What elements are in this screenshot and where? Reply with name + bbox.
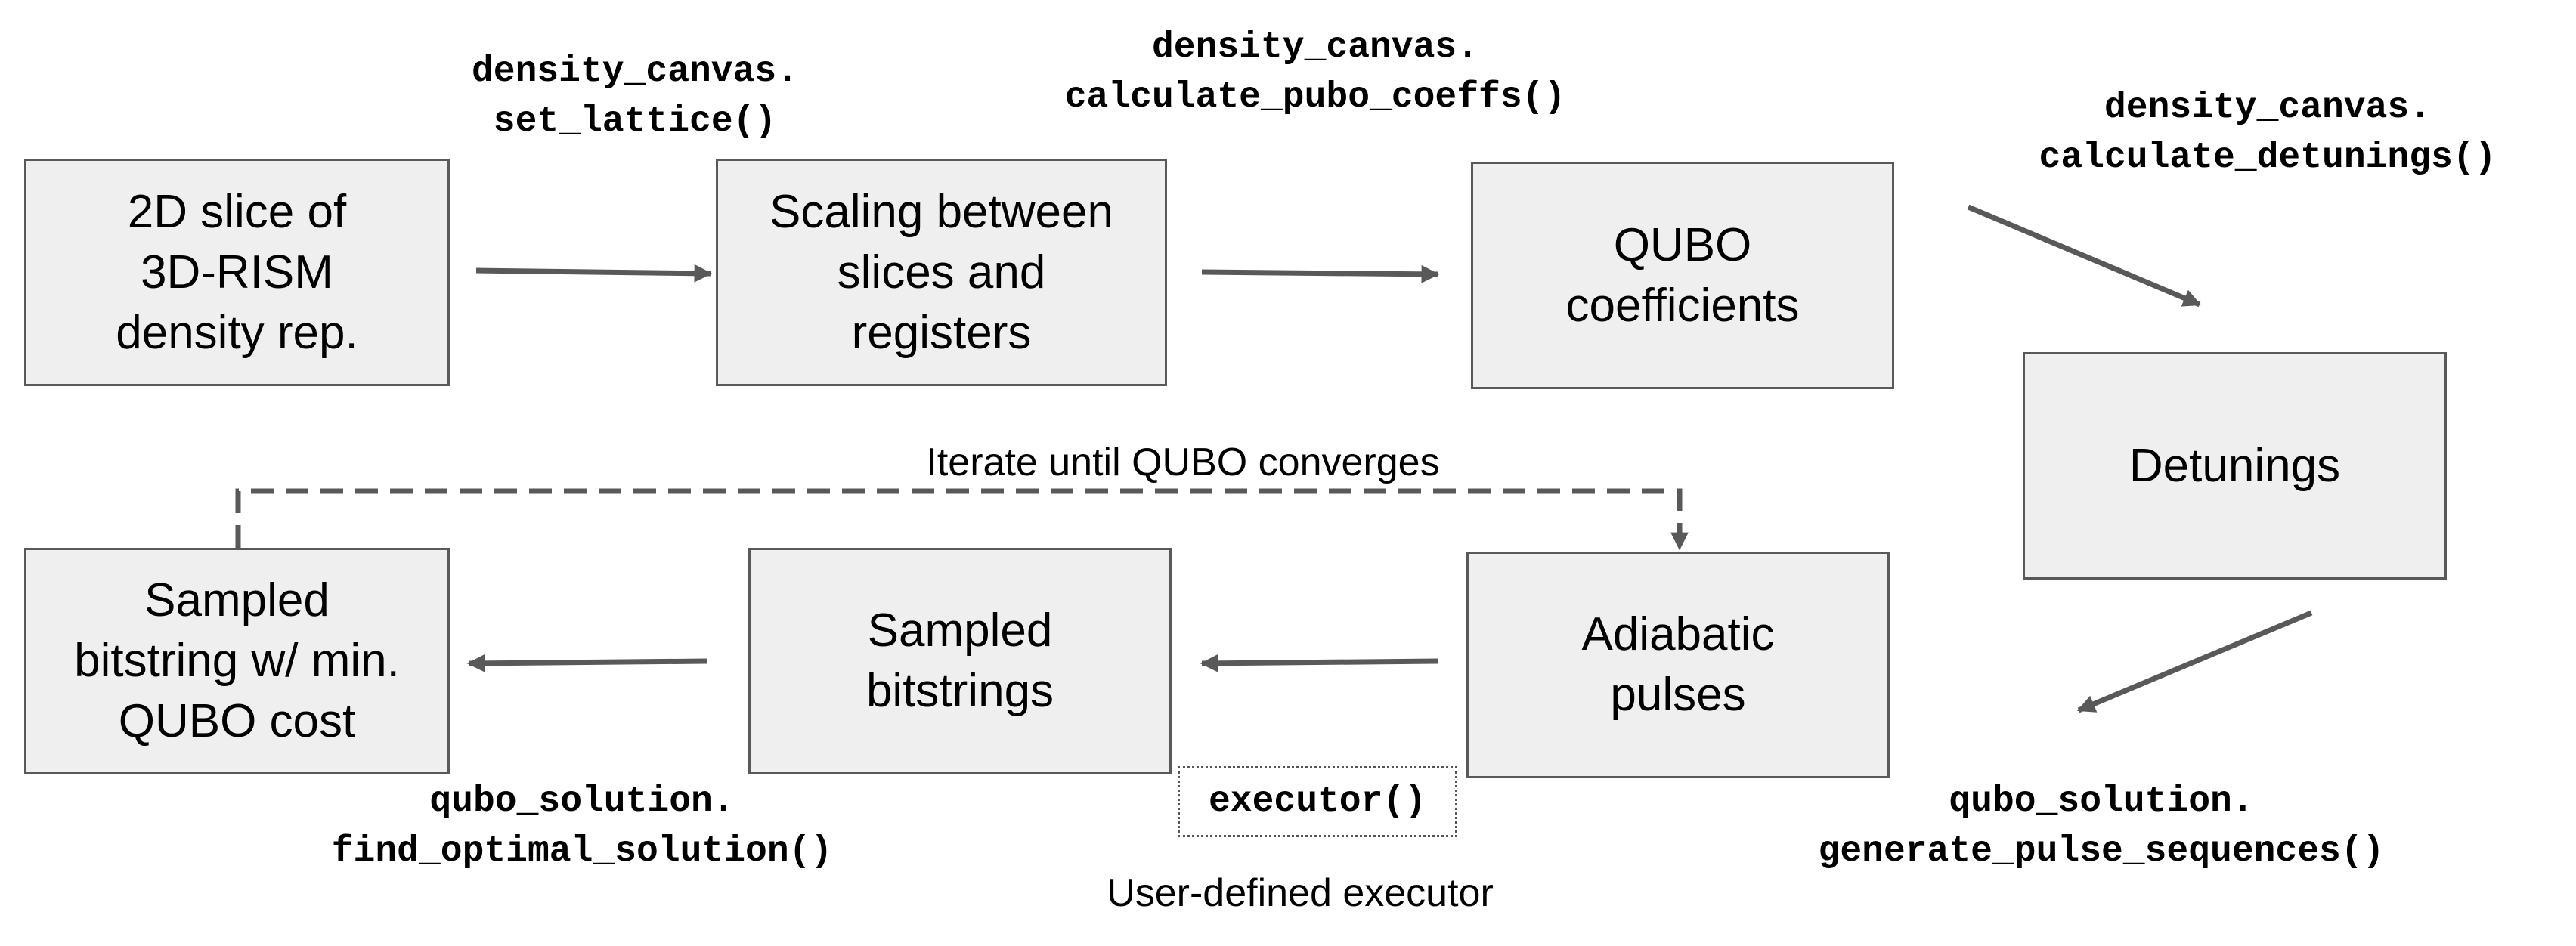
box-min-cost-bitstring-label: Sampled bitstring w/ min. QUBO cost — [74, 574, 400, 747]
arrow-scaling-to-qubo — [1201, 264, 1440, 283]
box-qubo-coefficients: QUBO coefficients — [1471, 162, 1894, 389]
method-generate-pulse-sequences: qubo_solution. generate_pulse_sequences(… — [1818, 781, 2385, 872]
method-find-optimal-solution: qubo_solution. find_optimal_solution() — [331, 781, 833, 872]
box-qubo-coefficients-label: QUBO coefficients — [1565, 218, 1800, 332]
executor-box: executor() — [1178, 766, 1457, 837]
box-detunings: Detunings — [2023, 352, 2447, 580]
box-density-slice: 2D slice of 3D-RISM density rep. — [24, 159, 450, 386]
user-defined-executor-label: User-defined executor — [1107, 871, 1494, 915]
arrow-slice-to-scaling — [475, 264, 713, 283]
arrow-adiabatic-to-sampled — [1200, 654, 1438, 672]
box-scaling-label: Scaling between slices and registers — [769, 185, 1113, 359]
executor-label: executor() — [1208, 781, 1427, 822]
box-sampled-bitstrings: Sampled bitstrings — [748, 548, 1172, 774]
method-calculate-detunings: density_canvas. calculate_detunings() — [2039, 88, 2497, 178]
box-adiabatic-pulses-label: Adiabatic pulses — [1581, 608, 1775, 721]
box-adiabatic-pulses: Adiabatic pulses — [1466, 552, 1890, 778]
box-detunings-label: Detunings — [2129, 439, 2341, 492]
iterate-loop-arrow — [235, 488, 1689, 551]
method-calculate-pubo-coeffs: density_canvas. calculate_pubo_coeffs() — [1064, 27, 1566, 118]
method-set-lattice: density_canvas. set_lattice() — [471, 51, 799, 142]
arrow-detunings-to-adiabatic — [2076, 610, 2313, 713]
box-density-slice-label: 2D slice of 3D-RISM density rep. — [116, 185, 358, 359]
iterate-label: Iterate until QUBO converges — [926, 441, 1440, 484]
box-scaling: Scaling between slices and registers — [716, 159, 1167, 386]
arrow-sampled-to-mincost — [466, 654, 707, 672]
box-min-cost-bitstring: Sampled bitstring w/ min. QUBO cost — [24, 548, 450, 774]
arrow-qubo-to-detunings — [1967, 204, 2202, 308]
box-sampled-bitstrings-label: Sampled bitstrings — [865, 604, 1054, 717]
